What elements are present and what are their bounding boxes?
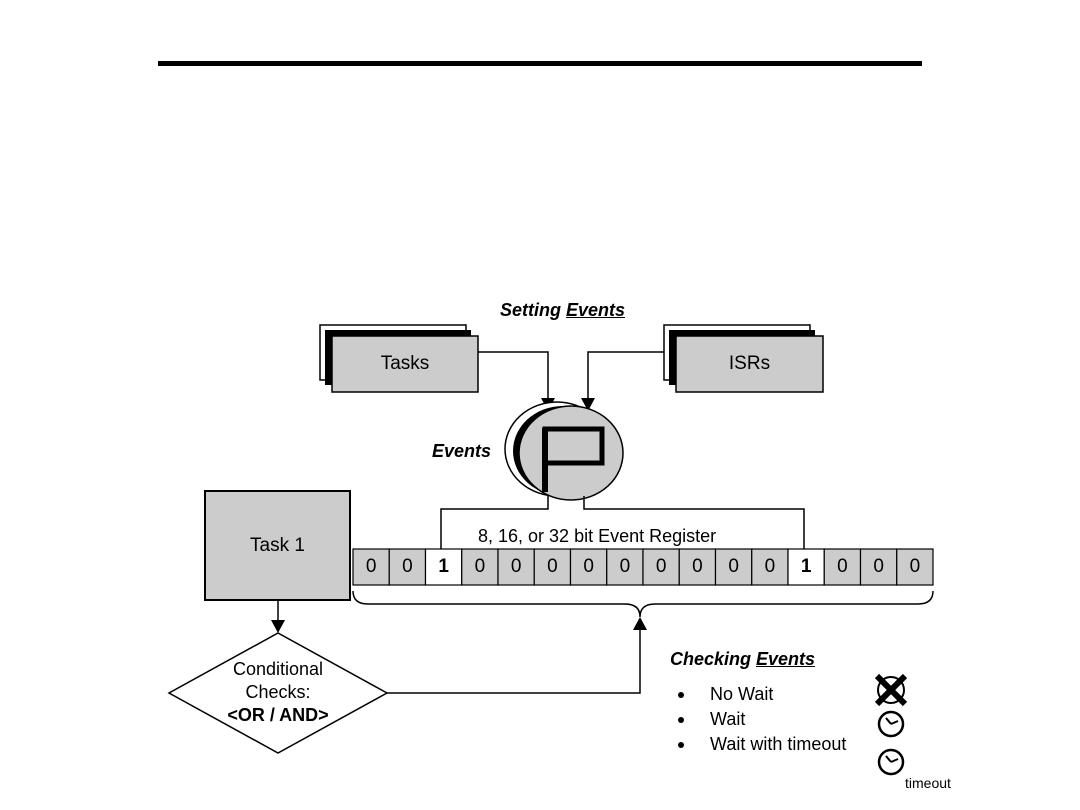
register-bit: 0 [764, 556, 776, 577]
register-cell [497, 548, 535, 586]
flag-icon [504, 401, 624, 501]
register-cell [678, 548, 717, 586]
setting-events-underlined: Events [566, 300, 626, 320]
conditional-line1: Conditional [232, 659, 324, 679]
isrs-arrowhead [581, 398, 595, 411]
register-cell [823, 548, 862, 586]
register-label: 8, 16, or 32 bit Event Register [478, 526, 717, 546]
setting-prefix: Setting [500, 300, 566, 320]
register-bit: 0 [619, 556, 631, 577]
timeout-label: timeout [905, 775, 951, 791]
check-arrow [387, 628, 641, 694]
register-cell [642, 548, 680, 586]
bullet-dot [678, 692, 684, 698]
register-bit: 0 [728, 556, 739, 577]
register-bit: 0 [474, 556, 486, 577]
conditional-label: Conditional Checks: <OR / AND> [200, 658, 356, 727]
conditional-line2: Checks: [245, 682, 311, 702]
events-label: Events [432, 441, 492, 461]
task1-label: Task 1 [250, 535, 305, 556]
isrs-arrow [587, 351, 664, 400]
register-bit: 0 [547, 556, 558, 577]
register-bit: 1 [800, 556, 812, 577]
register-bit: 0 [655, 556, 667, 577]
register-cell [606, 548, 644, 586]
register-bit: 0 [692, 556, 703, 577]
title-rule [158, 61, 922, 66]
task1-down-arrowhead [271, 620, 285, 633]
checking-prefix: Checking [670, 649, 757, 669]
bullet-dot [678, 742, 684, 748]
register-bit: 0 [837, 556, 848, 577]
register-cell [461, 548, 499, 586]
register-bit: 0 [510, 556, 522, 577]
register-cell [751, 548, 789, 586]
bullet-dot [678, 717, 684, 723]
check-mode-wait-timeout: Wait with timeout [710, 734, 847, 754]
register-cell [569, 548, 608, 586]
tasks-label: Tasks [380, 353, 430, 374]
register-bit: 0 [583, 556, 594, 577]
register-cell [859, 548, 898, 586]
check-arrowhead [633, 617, 647, 630]
isrs-label: ISRs [728, 353, 771, 374]
clock-icon [877, 710, 905, 738]
conditional-diamond [167, 632, 389, 754]
checking-events-title: Checking Events [670, 649, 815, 670]
register-cell [352, 548, 390, 586]
check-mode-wait: Wait [710, 709, 746, 729]
register-brace [352, 590, 934, 618]
register-cell [896, 548, 934, 586]
check-mode-no-wait: No Wait [710, 684, 774, 704]
register-bit: 1 [438, 556, 449, 577]
event-register [352, 548, 934, 586]
register-bit: 0 [365, 556, 377, 577]
setting-events-title: Setting Events [500, 300, 625, 321]
register-cell [424, 548, 463, 586]
tasks-arrow [478, 351, 549, 400]
conditional-line3: <OR / AND> [227, 705, 329, 725]
checking-events-underlined: Events [756, 649, 816, 669]
clock-timeout-icon [877, 748, 905, 776]
register-bracket [440, 496, 805, 551]
tasks-box [319, 324, 479, 393]
register-bit: 0 [402, 556, 413, 577]
crossed-clock-icon [874, 673, 908, 707]
register-bit: 0 [873, 556, 884, 577]
isrs-box [663, 324, 824, 393]
register-cell [714, 548, 753, 586]
register-bit: 0 [909, 556, 921, 577]
